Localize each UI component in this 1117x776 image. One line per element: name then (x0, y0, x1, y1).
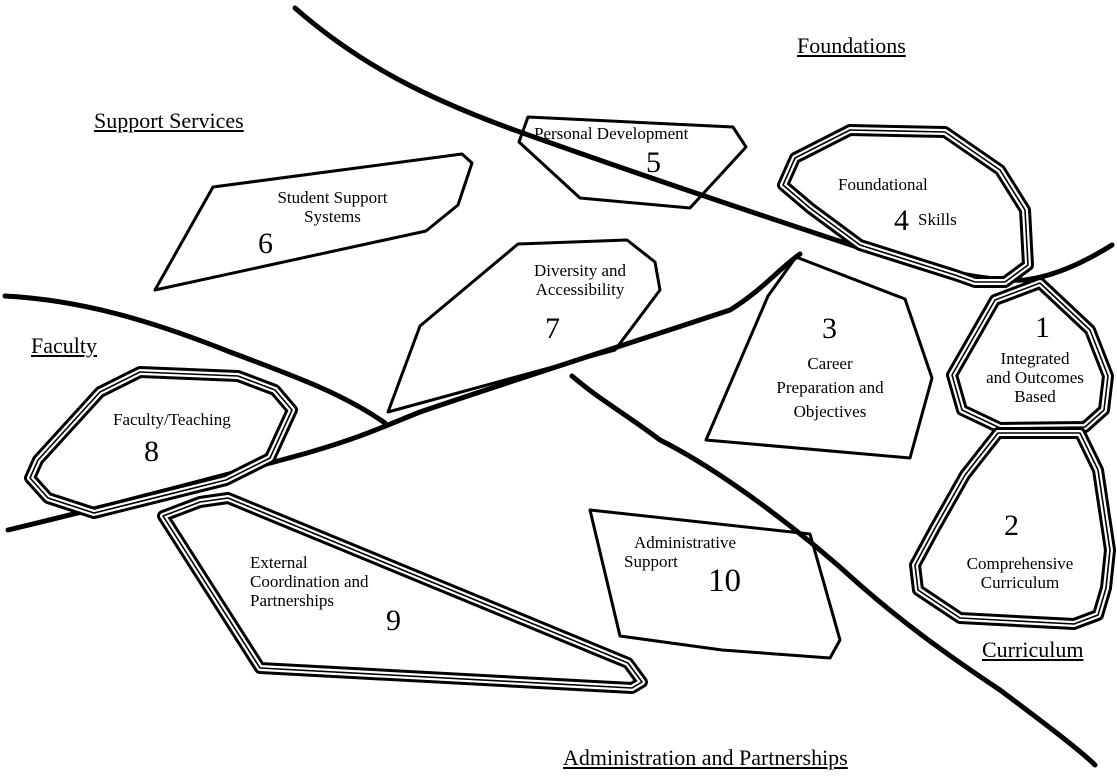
cluster-7-label-line-2: Accessibility (535, 280, 625, 299)
cluster-10-label: Administrative Support (610, 533, 760, 571)
region-title-support-services: Support Services (94, 108, 244, 133)
cluster-3-label-line-3: Objectives (793, 402, 867, 421)
cluster-10-number: 10 (708, 563, 741, 599)
cluster-9-label-line-2: Coordination and (250, 572, 369, 591)
cluster-6-number: 6 (258, 227, 273, 260)
region-title-curriculum: Curriculum (982, 637, 1084, 662)
cluster-8-label: Faculty/Teaching (113, 410, 231, 429)
cluster-7-label-line-1: Diversity and (533, 261, 627, 280)
cluster-4-number: 4 (894, 204, 909, 237)
cluster-1-label: Integrated and Outcomes Based (970, 349, 1100, 406)
cluster-5-shape (517, 115, 748, 210)
cluster-10-shape (588, 508, 842, 660)
cluster-5-label: Personal Development (534, 124, 689, 143)
divider-line-left (2, 293, 388, 426)
cluster-6-label-line-2: Systems (304, 207, 361, 226)
cluster-9-shape (157, 492, 648, 694)
cluster-7-label: Diversity and Accessibility (505, 261, 655, 299)
cluster-7-number: 7 (545, 312, 560, 345)
cluster-5-number: 5 (646, 146, 661, 179)
cluster-9-label-line-3: Partnerships (250, 591, 335, 610)
cluster-3-label: Career Preparation and Objectives (750, 352, 910, 424)
cluster-8-number: 8 (144, 435, 159, 468)
cluster-2-label-line-1: Comprehensive (966, 554, 1074, 573)
cluster-9-number: 9 (386, 604, 401, 637)
cluster-3-number: 3 (822, 312, 837, 345)
cluster-3-label-line-2: Preparation and (776, 378, 884, 397)
region-title-foundations: Foundations (797, 33, 906, 58)
cluster-8-shape (24, 366, 298, 519)
cluster-2-shape (909, 427, 1116, 630)
cluster-6-label-line-1: Student Support (277, 188, 388, 207)
cluster-6-label: Student Support Systems (245, 188, 420, 226)
region-title-faculty: Faculty (31, 333, 97, 358)
cluster-2-label-line-2: Curriculum (980, 573, 1060, 592)
divider-line-middle (5, 251, 803, 533)
cluster-7-shape (386, 238, 662, 414)
cluster-1-label-line-2: and Outcomes (986, 368, 1084, 387)
cluster-4-shape (777, 124, 1034, 288)
cluster-1-number: 1 (1035, 311, 1050, 344)
cluster-4-label-line-2: Skills (918, 210, 957, 229)
divider-line-bottom (569, 373, 1098, 768)
cluster-6-shape (153, 152, 474, 292)
divider-line-top (292, 5, 1115, 283)
cluster-2-number: 2 (1004, 509, 1019, 542)
cluster-2-label: Comprehensive Curriculum (930, 554, 1110, 592)
cluster-10-label-line-2: Support (624, 552, 678, 571)
cluster-1-label-line-1: Integrated (1000, 349, 1070, 368)
region-title-administration-and-partnerships: Administration and Partnerships (563, 745, 848, 770)
cluster-9-label: External Coordination and Partnerships (250, 553, 369, 610)
cluster-3-label-line-1: Career (807, 354, 853, 373)
cluster-10-label-line-1: Administrative (634, 533, 736, 552)
cluster-9-label-line-1: External (250, 553, 308, 572)
cluster-4-label-line-1: Foundational (838, 175, 928, 194)
cluster-1-label-line-3: Based (1014, 387, 1056, 406)
cluster-3-shape (704, 255, 934, 460)
